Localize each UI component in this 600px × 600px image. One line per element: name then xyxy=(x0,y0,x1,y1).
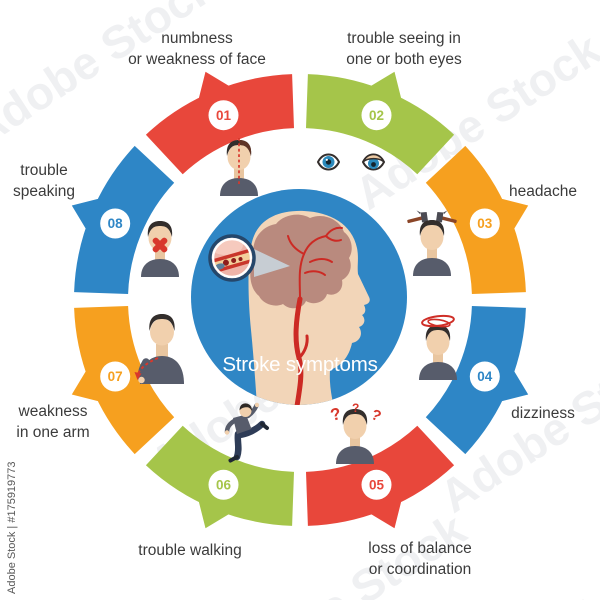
svg-text:?: ? xyxy=(328,404,343,425)
segment-number-05: 05 xyxy=(369,478,385,493)
artery-branch xyxy=(297,334,309,360)
label-line: numbness xyxy=(161,30,233,47)
label-line: headache xyxy=(508,183,578,200)
no-speech-icon xyxy=(136,216,184,278)
label-line: one or both eyes xyxy=(346,51,462,68)
label-line: speaking xyxy=(12,183,76,200)
center-title: Stroke symptoms xyxy=(222,353,377,376)
segment-label-01: numbness or weakness of face xyxy=(87,28,307,70)
segment-number-01: 01 xyxy=(216,108,232,123)
segment-label-02: trouble seeing in one or both eyes xyxy=(294,28,514,70)
eyes-icon xyxy=(317,145,403,179)
label-line: in one arm xyxy=(16,424,90,441)
segment-number-04: 04 xyxy=(477,369,493,384)
label-line: weakness xyxy=(18,403,88,420)
segment-label-04: dizziness xyxy=(433,403,600,424)
segment-badge-02 xyxy=(361,100,392,131)
segment-label-05: loss of balance or coordination xyxy=(310,538,530,580)
svg-text:?: ? xyxy=(368,406,383,425)
segment-badge-01 xyxy=(208,100,239,131)
label-line: dizziness xyxy=(511,405,575,422)
segment-ring: 01 02 03 04 05 06 07 08 xyxy=(71,71,529,529)
magnifier-clot-icon xyxy=(208,234,256,282)
segment-number-03: 03 xyxy=(477,216,493,231)
segment-badge-04 xyxy=(469,361,500,392)
label-line: or weakness of face xyxy=(128,51,266,68)
confusion-icon: ? ? ? xyxy=(326,401,384,464)
segment-number-08: 08 xyxy=(108,216,124,231)
face-droop-icon xyxy=(215,138,263,196)
segment-number-02: 02 xyxy=(369,108,384,123)
pointer-triangle xyxy=(254,249,290,277)
segment-badge-06 xyxy=(208,469,239,500)
weak-arm-icon xyxy=(128,310,192,384)
label-line: trouble walking xyxy=(138,542,242,559)
segment-badge-08 xyxy=(100,208,131,239)
brain-arteries xyxy=(287,226,343,300)
segment-badge-07 xyxy=(100,361,131,392)
dizziness-icon xyxy=(414,314,462,380)
segment-badge-03 xyxy=(469,208,500,239)
svg-text:?: ? xyxy=(352,402,359,415)
segment-label-03: headache xyxy=(433,181,600,202)
segment-number-06: 06 xyxy=(216,478,232,493)
segment-label-07: weakness in one arm xyxy=(0,401,163,443)
segment-label-06: trouble walking xyxy=(80,540,300,561)
label-line: loss of balance xyxy=(368,540,472,557)
label-line: trouble seeing in xyxy=(347,30,461,47)
falling-icon xyxy=(212,402,270,466)
headache-icon xyxy=(404,204,460,276)
label-line: trouble xyxy=(20,162,68,179)
segment-label-08: trouble speaking xyxy=(0,160,154,202)
segment-number-07: 07 xyxy=(108,369,123,384)
watermark-id: Adobe Stock | #175919773 xyxy=(6,461,18,594)
label-line: or coordination xyxy=(368,561,472,578)
segment-badge-05 xyxy=(361,469,392,500)
